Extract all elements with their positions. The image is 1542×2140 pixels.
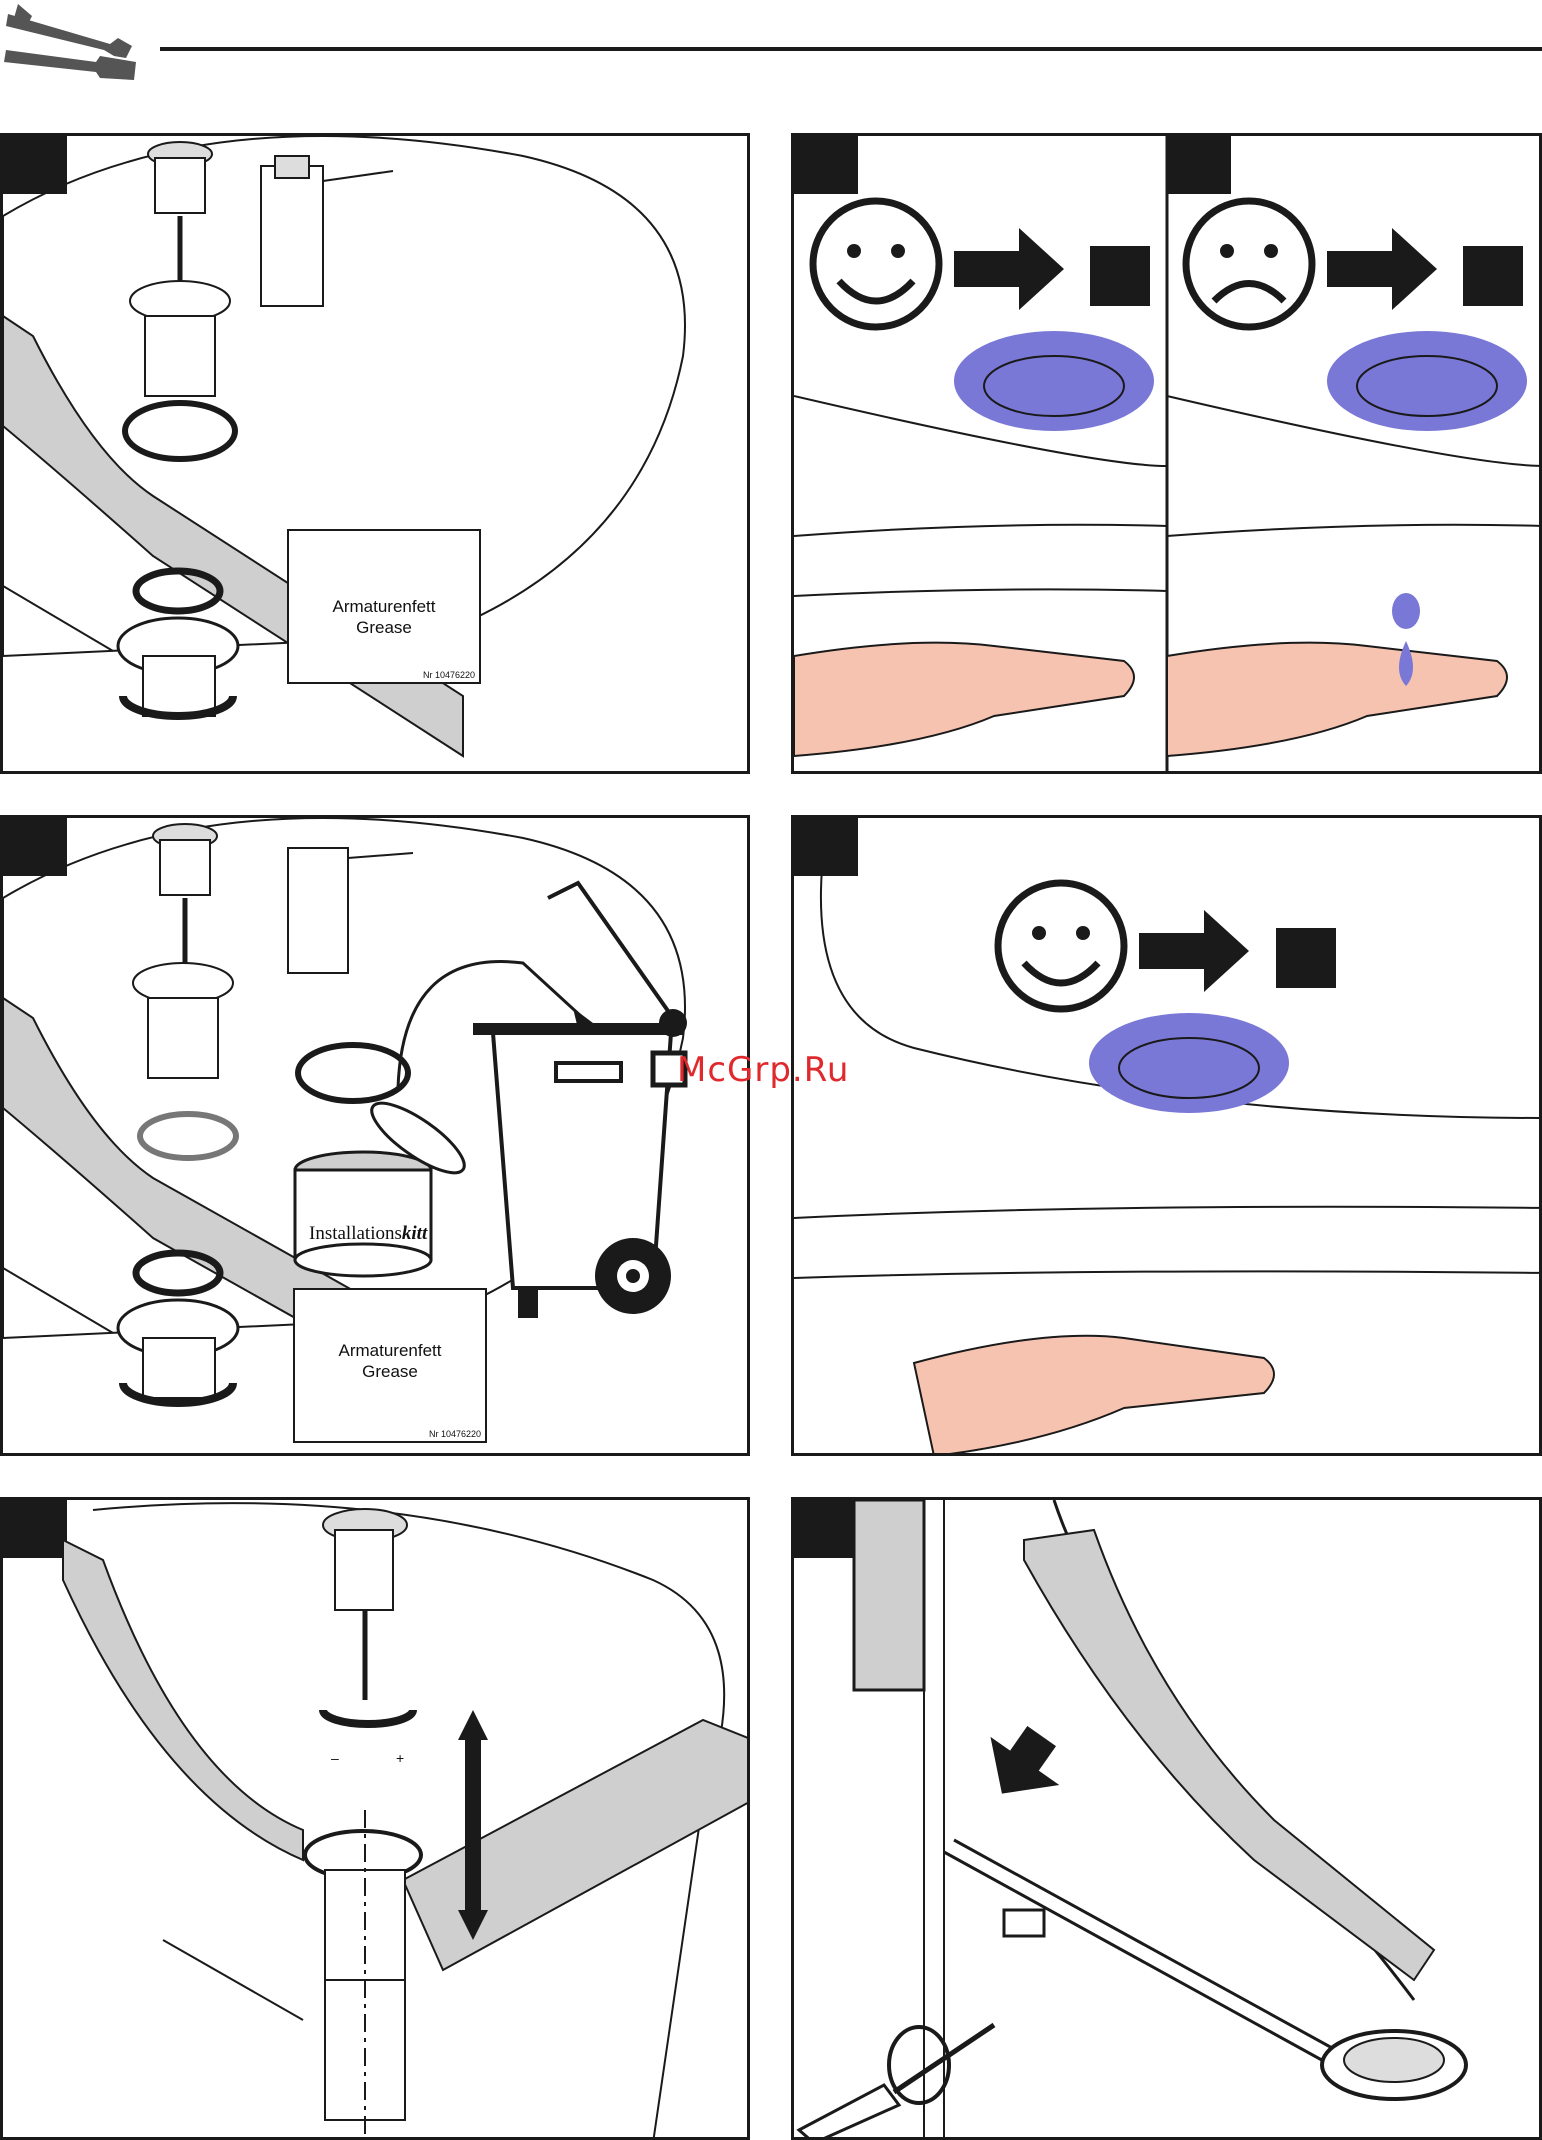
- happy-face-icon: [813, 201, 939, 327]
- panel-step-3: Installationskitt Armaturenfett Grease N…: [0, 815, 750, 1456]
- tools-icon: [0, 0, 140, 90]
- grease-label-en: Grease: [295, 1361, 485, 1382]
- header-rule: [160, 47, 1542, 51]
- grease-package: Armaturenfett Grease Nr 10476220: [293, 1288, 487, 1443]
- panel-step-6: [791, 1497, 1542, 2140]
- grease-label-de: Armaturenfett: [295, 1340, 485, 1361]
- grease-label-de: Armaturenfett: [289, 596, 479, 617]
- grease-label-en: Grease: [289, 617, 479, 638]
- putty-label-suffix: kitt: [402, 1223, 427, 1244]
- putty-label-prefix: Installations: [309, 1223, 402, 1244]
- minus-sign: –: [331, 1750, 339, 1766]
- panel-step-4: [791, 815, 1542, 1456]
- watermark-text: McGrp.Ru: [677, 1050, 849, 1090]
- panel-step-5: – +: [0, 1497, 750, 2140]
- sad-face-icon: [1186, 201, 1312, 327]
- happy-face-icon: [998, 883, 1124, 1009]
- grease-part-number: Nr 10476220: [423, 670, 475, 680]
- panel-step-1: Armaturenfett Grease Nr 10476220: [0, 133, 750, 774]
- putty-label: Installationskitt: [309, 1223, 427, 1245]
- grease-package: Armaturenfett Grease Nr 10476220: [287, 529, 481, 684]
- grease-part-number: Nr 10476220: [429, 1429, 481, 1439]
- panel-step-2: [791, 133, 1542, 774]
- plus-sign: +: [396, 1750, 404, 1766]
